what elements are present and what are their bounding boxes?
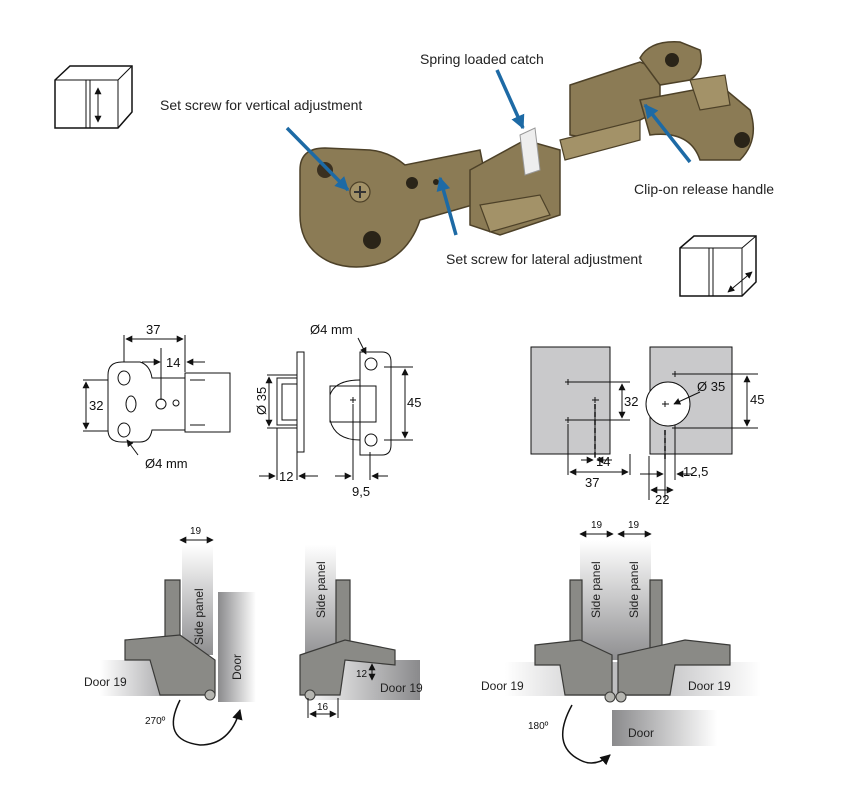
cup-view-drawing [259, 337, 413, 480]
plan-spacing-dim: 32 [89, 398, 103, 413]
install-overlay-diagram [299, 545, 420, 718]
drill-12-5-dim: 12,5 [683, 464, 708, 479]
drilling-template-drawing [530, 346, 758, 500]
install-mid-door: Door 19 [380, 681, 423, 695]
plan-offset-dim: 14 [166, 355, 180, 370]
cup-dia-dim: Ø 35 [254, 387, 269, 415]
install-mid-side-panel: Side panel [314, 561, 328, 618]
install-right-width-b: 19 [628, 520, 640, 531]
spring-catch-label: Spring loaded catch [420, 51, 544, 67]
install-left-door: Door 19 [84, 675, 127, 689]
drill-side-spacing-dim: 32 [624, 394, 638, 409]
release-handle-arrow [643, 103, 692, 164]
drill-22-dim: 22 [655, 492, 669, 507]
drill-cup-dia-dim: Ø 35 [697, 379, 725, 394]
install-mid-overlay-dim: 12 [356, 669, 368, 680]
cup-hole-dim: Ø4 mm [310, 322, 353, 337]
install-right-side-panel-a: Side panel [589, 561, 603, 618]
lateral-screw-arrow [436, 176, 458, 236]
install-left-angle: 270º [145, 716, 166, 727]
drill-37-dim: 37 [585, 475, 599, 490]
cup-offset-dim: 9,5 [352, 484, 370, 499]
install-270-diagram [100, 536, 256, 746]
install-180-diagram [505, 530, 761, 766]
lateral-adjust-cube-icon [679, 235, 757, 297]
install-left-side-panel: Side panel [192, 588, 206, 645]
plan-view-drawing [82, 335, 231, 456]
plan-hole-dim: Ø4 mm [145, 456, 188, 471]
callout-arrows [285, 69, 692, 236]
release-handle-label: Clip-on release handle [634, 181, 774, 197]
lateral-screw-label: Set screw for lateral adjustment [446, 251, 642, 267]
drill-14-dim: 14 [596, 454, 610, 469]
cup-depth-dim: 12 [279, 469, 293, 484]
install-left-width-dim: 19 [190, 526, 202, 537]
install-left-door-vertical: Door [230, 654, 244, 680]
vertical-adjust-cube-icon [54, 65, 133, 129]
vertical-screw-label: Set screw for vertical adjustment [160, 97, 362, 113]
install-right-width-a: 19 [591, 520, 603, 531]
install-right-angle: 180º [528, 721, 549, 732]
spring-catch-arrow [495, 69, 525, 130]
vertical-screw-arrow [285, 126, 350, 192]
install-right-side-panel-b: Side panel [627, 561, 641, 618]
install-right-door-right: Door 19 [688, 679, 731, 693]
cup-spacing-dim: 45 [407, 395, 421, 410]
drill-door-spacing-dim: 45 [750, 392, 764, 407]
install-right-door-left: Door 19 [481, 679, 524, 693]
install-mid-offset-dim: 16 [317, 702, 329, 713]
install-right-door-open: Door [628, 726, 654, 740]
plan-width-dim: 37 [146, 322, 160, 337]
